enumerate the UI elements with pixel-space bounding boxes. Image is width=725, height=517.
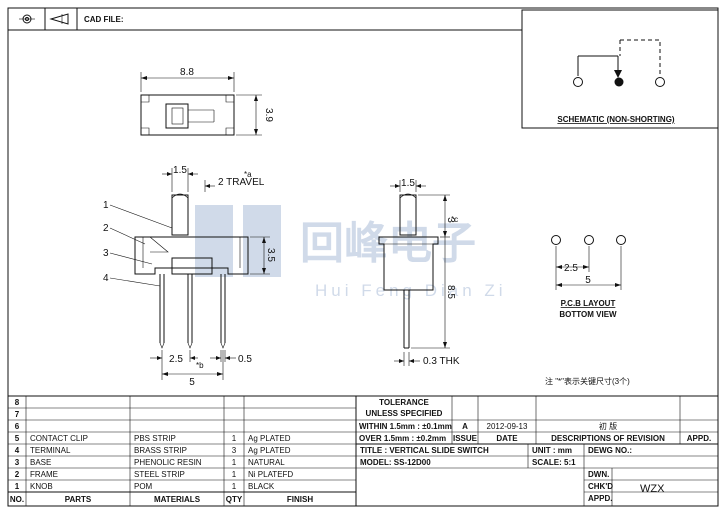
drawn-by-label: DWN. (588, 470, 609, 479)
key-dimension-note: 注 "*"表示关键尺寸(3个) (545, 376, 630, 386)
schematic-title: SCHEMATIC (NON-SHORTING) (557, 115, 675, 124)
watermark-cn-text: 回峰电子 (300, 219, 476, 268)
top-view (140, 72, 262, 136)
callout-1: 1 (103, 200, 109, 211)
front-knob-width-dim: 1.5 (173, 165, 187, 176)
callout-3: 3 (103, 248, 109, 259)
watermark-logo-right (243, 205, 281, 277)
bom-row-8-no: 8 (15, 398, 20, 407)
bom-row-1-part: KNOB (30, 482, 53, 491)
approver-initials: WZX (640, 483, 665, 495)
watermark: 回峰电子 Hui Feng Dian Zi (195, 205, 503, 300)
bom-row-3-no: 3 (15, 458, 20, 467)
bom-row-2-finish: Ni PLATEFD (248, 470, 293, 479)
schematic-diagram (573, 39, 665, 87)
pcb-title: P.C.B LAYOUT (561, 299, 616, 308)
revision-description: 初 版 (599, 421, 617, 431)
issue-header: ISSUE (453, 434, 478, 443)
bom-row-3-part: BASE (30, 458, 51, 467)
projection-symbol-icon (19, 13, 69, 25)
outer-border (7, 7, 719, 507)
approved-header: APPD. (687, 434, 711, 443)
bom-row-5-finish: Ag PLATED (248, 434, 291, 443)
watermark-logo-left (195, 205, 233, 277)
callout-2: 2 (103, 223, 109, 234)
bom-row-5-material: PBS STRIP (134, 434, 176, 443)
scale-label: SCALE: 5:1 (532, 458, 576, 467)
front-span-dim: 5 (189, 377, 195, 388)
bom-header-materials: MATERIALS (154, 495, 201, 504)
title-block (356, 395, 718, 506)
bom-row-4-part: TERMINAL (30, 446, 71, 455)
pcb-pitch-dim: 2.5 (564, 263, 578, 274)
front-pitch-dim: 2.5 (169, 354, 183, 365)
tolerance-label: TOLERANCE (379, 398, 429, 407)
unless-specified-label: UNLESS SPECIFIED (366, 409, 443, 418)
bom-row-2-part: FRAME (30, 470, 58, 479)
unit-label: UNIT : mm (532, 446, 572, 455)
bom-row-5-qty: 1 (232, 434, 237, 443)
bom-header-no: NO. (10, 495, 24, 504)
approved-by-label: APPD. (588, 494, 612, 503)
bom-row-3-finish: NATURAL (248, 458, 285, 467)
top-width-dim: 8.8 (180, 67, 194, 78)
bom-row-4-material: BRASS STRIP (134, 446, 187, 455)
bom-row-1-material: POM (134, 482, 153, 491)
model-label: MODEL: SS-12D00 (360, 458, 431, 467)
pcb-subtitle: BOTTOM VIEW (559, 310, 617, 319)
revision-desc-header: DESCRIPTIONS OF REVISION (551, 434, 665, 443)
drawing-number-label: DEWG NO.: (588, 446, 632, 455)
bom-row-1-finish: BLACK (248, 482, 275, 491)
bom-row-2-qty: 1 (232, 470, 237, 479)
front-height-dim: 3.5 (265, 248, 276, 262)
bom-row-1-qty: 1 (232, 482, 237, 491)
schematic-box (521, 9, 719, 129)
front-key-mark-b: *b (196, 361, 204, 370)
front-view (109, 168, 270, 380)
bom-header-finish: FINISH (287, 495, 313, 504)
bom-row-3-qty: 1 (232, 458, 237, 467)
bom-row-5-no: 5 (15, 434, 20, 443)
revision-date: 2012-09-13 (487, 422, 528, 431)
front-pin-width-dim: 0.5 (238, 354, 252, 365)
revision-letter: A (462, 422, 468, 431)
bom-row-2-no: 2 (15, 470, 20, 479)
pcb-span-dim: 5 (585, 275, 591, 286)
side-key-mark-c: *c (451, 215, 458, 224)
bom-row-1-no: 1 (15, 482, 20, 491)
tolerance-within: WITHIN 1.5mm : ±0.1mm (359, 422, 452, 431)
front-travel-dim: 2 TRAVEL (218, 177, 265, 188)
bom-row-4-finish: Ag PLATED (248, 446, 291, 455)
drawing-title: TITLE : VERTICAL SLIDE SWITCH (360, 446, 489, 455)
callout-4: 4 (103, 273, 109, 284)
cad-file-label: CAD FILE: (84, 15, 124, 24)
side-total-height-dim: 8.5 (445, 285, 456, 299)
date-header: DATE (496, 434, 518, 443)
bom-row-6-no: 6 (15, 422, 20, 431)
bom-row-5-part: CONTACT CLIP (30, 434, 88, 443)
bom-row-3-material: PHENOLIC RESIN (134, 458, 202, 467)
bom-header-parts: PARTS (65, 495, 92, 504)
front-key-mark-a: *a (244, 170, 252, 179)
bom-row-7-no: 7 (15, 410, 20, 419)
top-height-dim: 3.9 (263, 108, 274, 122)
side-view (378, 180, 450, 366)
checked-by-label: CHK'D (588, 482, 613, 491)
tolerance-over: OVER 1.5mm : ±0.2mm (359, 434, 446, 443)
side-knob-width-dim: 1.5 (401, 178, 415, 189)
bom-row-4-no: 4 (15, 446, 20, 455)
side-thickness-dim: 0.3 THK (423, 356, 460, 367)
bom-row-2-material: STEEL STRIP (134, 470, 185, 479)
bom-table (8, 395, 357, 506)
pcb-layout (551, 235, 626, 290)
bom-row-4-qty: 3 (232, 446, 237, 455)
side-knob-height-dim: 3 (445, 217, 456, 223)
bom-header-qty: QTY (226, 495, 243, 504)
